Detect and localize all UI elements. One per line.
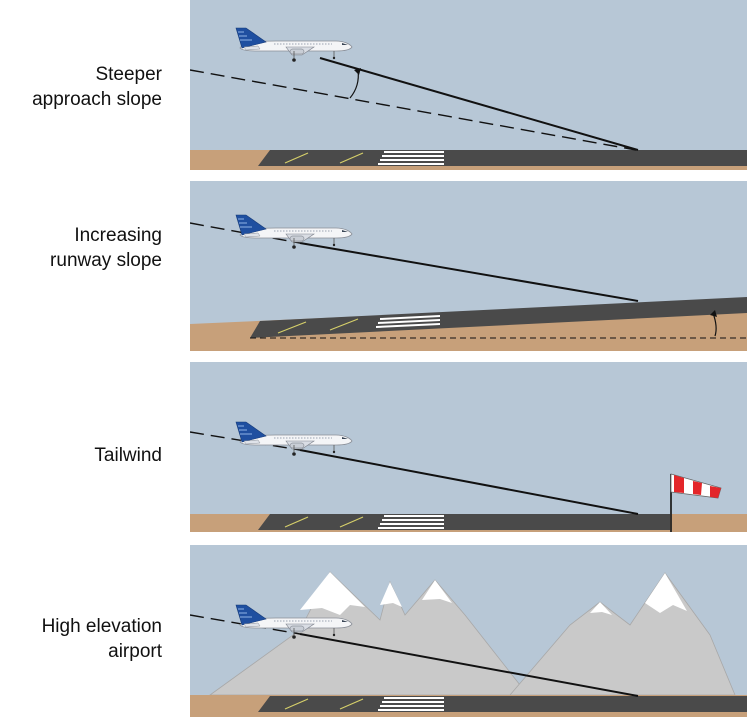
panel-steeper-approach: [190, 0, 747, 170]
runway-threshold-markings: [378, 697, 444, 711]
panel-increasing-runway-slope: [190, 181, 747, 351]
label-line-2: approach slope: [32, 89, 162, 110]
angle-arrowhead: [710, 310, 717, 317]
runway-centerline-mark: [339, 152, 364, 164]
glide-path: [299, 242, 639, 302]
label-tailwind: Tailwind: [0, 443, 162, 468]
runway-centerline-mark: [339, 698, 364, 710]
label-steeper-approach: Steeper approach slope: [0, 62, 162, 112]
runway: [258, 514, 670, 530]
label-line-1: Tailwind: [94, 445, 162, 466]
runway-centerline-mark: [284, 152, 309, 164]
runway-threshold-markings: [378, 151, 444, 165]
label-line-2: runway slope: [50, 250, 162, 271]
steep-glide-path: [319, 57, 639, 151]
sky-background: [190, 362, 747, 532]
runway-centerline-mark: [329, 318, 359, 331]
runway-centerline-mark: [284, 698, 309, 710]
label-line-1: Increasing: [74, 225, 162, 246]
runway: [258, 150, 747, 166]
runway: [258, 696, 747, 712]
runway-centerline-mark: [284, 516, 309, 528]
label-line-1: High elevation: [41, 616, 162, 637]
runway-centerline-mark: [277, 321, 307, 334]
label-high-elevation-airport: High elevation airport: [0, 614, 162, 664]
angle-arrowhead: [354, 68, 361, 75]
label-line-1: Steeper: [95, 64, 162, 85]
windsock-icon: [670, 473, 722, 532]
sky-background: [190, 0, 747, 170]
normal-glide-path: [190, 69, 637, 151]
mountain-icon: [208, 571, 736, 696]
runway-threshold-markings: [376, 315, 440, 328]
glide-path: [299, 633, 639, 697]
label-increasing-runway-slope: Increasing runway slope: [0, 223, 162, 273]
runway-threshold-markings: [378, 515, 444, 529]
glide-path: [299, 449, 639, 515]
panel-high-elevation-airport: [190, 545, 747, 717]
runway: [250, 297, 747, 338]
runway-centerline-mark: [339, 516, 364, 528]
label-line-2: airport: [108, 641, 162, 662]
panel-tailwind: [190, 362, 747, 532]
